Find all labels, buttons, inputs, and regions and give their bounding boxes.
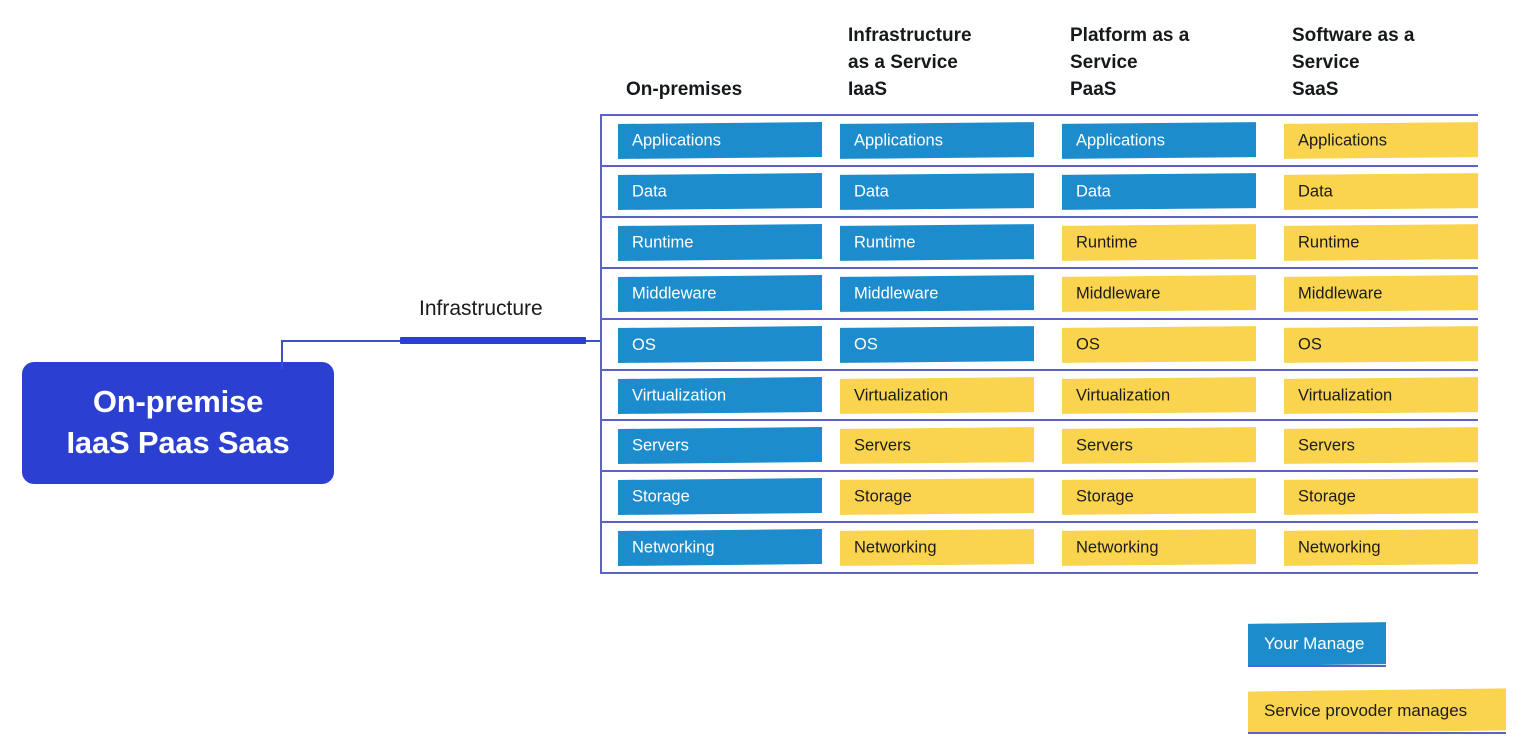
matrix-row-separator bbox=[600, 419, 1478, 422]
column-header-saas: Software as a Service SaaS bbox=[1292, 25, 1415, 101]
matrix-row-separator bbox=[600, 114, 1478, 116]
matrix-cell-iaas-virtualization[interactable]: Virtualization bbox=[840, 376, 1034, 414]
matrix-cell-iaas-middleware[interactable]: Middleware bbox=[840, 274, 1034, 312]
matrix-cell-saas-middleware[interactable]: Middleware bbox=[1284, 274, 1478, 312]
matrix-cell-label: Runtime bbox=[1298, 233, 1360, 252]
matrix-cell-on-premises-virtualization[interactable]: Virtualization bbox=[618, 376, 822, 414]
legend-item-provider[interactable]: Service provoder manages bbox=[1248, 688, 1506, 734]
matrix-cell-label: Storage bbox=[1298, 487, 1356, 506]
matrix-cell-iaas-data[interactable]: Data bbox=[840, 172, 1034, 210]
matrix-cell-paas-servers[interactable]: Servers bbox=[1062, 427, 1256, 465]
matrix-cell-label: Data bbox=[1298, 182, 1333, 201]
matrix-cell-iaas-runtime[interactable]: Runtime bbox=[840, 223, 1034, 261]
matrix-cell-saas-networking[interactable]: Networking bbox=[1284, 529, 1478, 567]
matrix-cell-label: Networking bbox=[1076, 538, 1159, 557]
matrix-cell-label: Middleware bbox=[632, 284, 717, 303]
legend-underline bbox=[1248, 665, 1386, 667]
matrix-cell-label: Storage bbox=[854, 487, 912, 506]
matrix-row-separator bbox=[600, 215, 1478, 218]
matrix-cell-paas-networking[interactable]: Networking bbox=[1062, 529, 1256, 567]
matrix-cell-on-premises-networking[interactable]: Networking bbox=[618, 529, 822, 567]
legend-item-label: Service provoder manages bbox=[1264, 701, 1468, 721]
matrix-cell-saas-data[interactable]: Data bbox=[1284, 172, 1478, 210]
matrix-row-separator bbox=[600, 368, 1478, 371]
matrix-cell-label: Applications bbox=[1076, 131, 1165, 150]
matrix-cell-saas-os[interactable]: OS bbox=[1284, 325, 1478, 363]
matrix-cell-on-premises-os[interactable]: OS bbox=[618, 325, 822, 363]
matrix-cell-iaas-os[interactable]: OS bbox=[840, 325, 1034, 363]
matrix-cell-label: Networking bbox=[632, 538, 715, 557]
matrix-cell-on-premises-middleware[interactable]: Middleware bbox=[618, 274, 822, 312]
matrix-cell-on-premises-servers[interactable]: Servers bbox=[618, 427, 822, 465]
matrix-cell-label: Data bbox=[1076, 182, 1111, 201]
column-header-on-premises: On-premises bbox=[626, 79, 743, 100]
matrix-cell-label: Networking bbox=[1298, 538, 1381, 557]
matrix-cell-label: OS bbox=[1298, 335, 1322, 354]
matrix-cell-label: OS bbox=[632, 335, 656, 354]
matrix-cell-label: Data bbox=[632, 182, 667, 201]
matrix-cell-paas-virtualization[interactable]: Virtualization bbox=[1062, 376, 1256, 414]
branch-label: Infrastructure bbox=[419, 297, 543, 320]
matrix-cell-iaas-servers[interactable]: Servers bbox=[840, 427, 1034, 465]
root-node[interactable]: On-premise IaaS Paas Saas bbox=[22, 362, 334, 484]
matrix-cell-saas-applications[interactable]: Applications bbox=[1284, 122, 1478, 159]
matrix-row-separator bbox=[600, 572, 1478, 575]
matrix-cell-label: Middleware bbox=[1076, 284, 1161, 303]
matrix-cell-saas-virtualization[interactable]: Virtualization bbox=[1284, 376, 1478, 414]
column-header-iaas: Infrastructure as a Service IaaS bbox=[848, 25, 972, 101]
matrix-row-separator bbox=[600, 266, 1478, 269]
matrix-row-separator bbox=[600, 470, 1478, 473]
matrix-cell-saas-servers[interactable]: Servers bbox=[1284, 427, 1478, 465]
connector-vertical bbox=[281, 341, 283, 369]
matrix-cell-label: OS bbox=[854, 335, 878, 354]
matrix-cell-paas-applications[interactable]: Applications bbox=[1062, 122, 1256, 159]
matrix-cell-label: Servers bbox=[854, 436, 911, 455]
legend-item-label: Your Manage bbox=[1264, 634, 1365, 654]
matrix-cell-iaas-networking[interactable]: Networking bbox=[840, 529, 1034, 567]
matrix-cell-saas-runtime[interactable]: Runtime bbox=[1284, 223, 1478, 261]
matrix-cell-label: Servers bbox=[1076, 436, 1133, 455]
matrix-cell-paas-middleware[interactable]: Middleware bbox=[1062, 274, 1256, 312]
matrix-cell-label: Servers bbox=[1298, 436, 1355, 455]
matrix-cell-label: Storage bbox=[1076, 487, 1134, 506]
matrix-cell-label: Virtualization bbox=[1298, 385, 1393, 404]
matrix-cell-label: Middleware bbox=[1298, 284, 1383, 303]
matrix-cell-saas-storage[interactable]: Storage bbox=[1284, 478, 1478, 516]
matrix-cell-label: Storage bbox=[632, 487, 690, 506]
matrix-cell-on-premises-storage[interactable]: Storage bbox=[618, 478, 822, 516]
matrix-cell-label: OS bbox=[1076, 335, 1100, 354]
legend-item-you[interactable]: Your Manage bbox=[1248, 622, 1386, 666]
matrix-cell-iaas-applications[interactable]: Applications bbox=[840, 122, 1034, 159]
matrix-cell-paas-os[interactable]: OS bbox=[1062, 325, 1256, 363]
matrix-cell-label: Virtualization bbox=[854, 385, 949, 404]
matrix-cell-label: Runtime bbox=[632, 233, 694, 252]
matrix-cell-on-premises-applications[interactable]: Applications bbox=[618, 122, 822, 159]
matrix-cell-label: Applications bbox=[854, 131, 943, 150]
matrix-cell-label: Virtualization bbox=[1076, 385, 1171, 404]
matrix-cell-on-premises-data[interactable]: Data bbox=[618, 172, 822, 210]
matrix-cell-label: Applications bbox=[1298, 131, 1387, 150]
branch-underline bbox=[400, 337, 586, 344]
matrix-cell-paas-storage[interactable]: Storage bbox=[1062, 478, 1256, 516]
legend-underline bbox=[1248, 732, 1506, 734]
matrix-cell-label: Runtime bbox=[854, 233, 916, 252]
matrix-left-border bbox=[600, 114, 602, 572]
column-header-paas: Platform as a Service PaaS bbox=[1070, 25, 1190, 101]
matrix-row-separator bbox=[600, 164, 1478, 167]
matrix-cell-label: Networking bbox=[854, 538, 937, 557]
matrix-cell-on-premises-runtime[interactable]: Runtime bbox=[618, 223, 822, 261]
matrix-cell-label: Servers bbox=[632, 437, 689, 456]
matrix-cell-iaas-storage[interactable]: Storage bbox=[840, 478, 1034, 516]
matrix-cell-paas-runtime[interactable]: Runtime bbox=[1062, 223, 1256, 261]
matrix-cell-label: Virtualization bbox=[632, 385, 727, 404]
matrix-cell-label: Runtime bbox=[1076, 233, 1138, 252]
matrix-row-separator bbox=[600, 317, 1478, 320]
matrix-cell-paas-data[interactable]: Data bbox=[1062, 172, 1256, 210]
matrix-row-separator bbox=[600, 521, 1478, 524]
matrix-cell-label: Applications bbox=[632, 131, 721, 150]
root-node-label: On-premise IaaS Paas Saas bbox=[66, 384, 290, 460]
matrix-cell-label: Middleware bbox=[854, 284, 939, 303]
matrix-cell-label: Data bbox=[854, 182, 889, 201]
